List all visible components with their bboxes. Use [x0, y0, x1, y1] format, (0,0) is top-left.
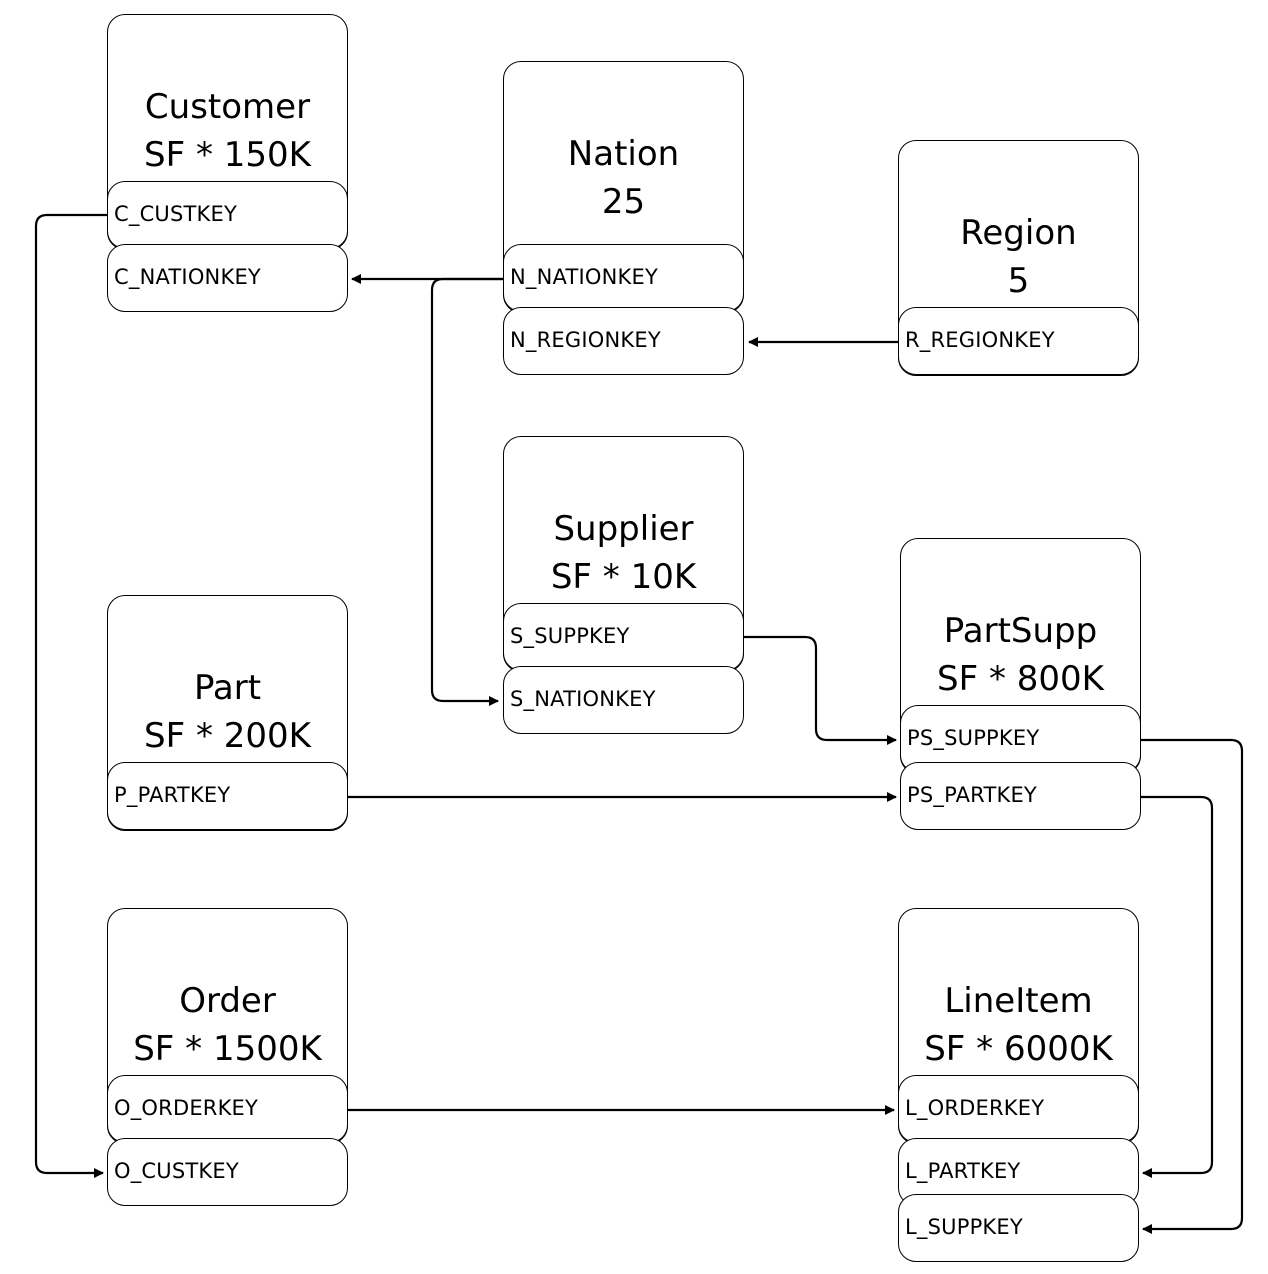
entity-title: Region	[960, 213, 1077, 253]
field-s-suppkey: S_SUPPKEY	[503, 603, 744, 671]
field-n-nationkey: N_NATIONKEY	[503, 244, 744, 312]
link-nation-to-supplier	[430, 277, 503, 706]
entity-title: PartSupp	[943, 611, 1098, 651]
entity-size: SF * 800K	[937, 659, 1104, 699]
entity-title: Customer	[144, 87, 311, 127]
entity-title: Part	[193, 668, 262, 708]
entity-size: SF * 150K	[144, 135, 311, 175]
field-c-custkey: C_CUSTKEY	[107, 181, 348, 249]
field-l-suppkey: L_SUPPKEY	[898, 1194, 1139, 1262]
field-l-orderkey: L_ORDERKEY	[898, 1075, 1139, 1143]
field-o-orderkey: O_ORDERKEY	[107, 1075, 348, 1143]
field-o-custkey: O_CUSTKEY	[107, 1138, 348, 1206]
field-c-nationkey: C_NATIONKEY	[107, 244, 348, 312]
field-ps-partkey: PS_PARTKEY	[900, 762, 1141, 830]
entity-size: SF * 200K	[144, 716, 311, 756]
link-customer-to-order	[34, 213, 107, 1178]
field-r-regionkey: R_REGIONKEY	[898, 307, 1139, 375]
entity-size: SF * 10K	[550, 557, 697, 597]
link-supplier-to-partsupp	[743, 635, 897, 745]
field-ps-suppkey: PS_SUPPKEY	[900, 705, 1141, 773]
link-partsupp-to-lineitem-supp	[1140, 738, 1244, 1234]
entity-title: Nation	[567, 134, 680, 174]
entity-title: Order	[179, 981, 276, 1021]
field-p-partkey: P_PARTKEY	[107, 762, 348, 830]
entity-size: SF * 1500K	[133, 1029, 322, 1069]
entity-size: 25	[601, 182, 646, 222]
field-s-nationkey: S_NATIONKEY	[503, 666, 744, 734]
link-partsupp-to-lineitem-part	[1140, 795, 1214, 1178]
entity-size: 5	[1007, 261, 1030, 301]
field-n-regionkey: N_REGIONKEY	[503, 307, 744, 375]
entity-title: LineItem	[944, 981, 1093, 1021]
entity-title: Supplier	[553, 509, 694, 549]
entity-size: SF * 6000K	[924, 1029, 1113, 1069]
